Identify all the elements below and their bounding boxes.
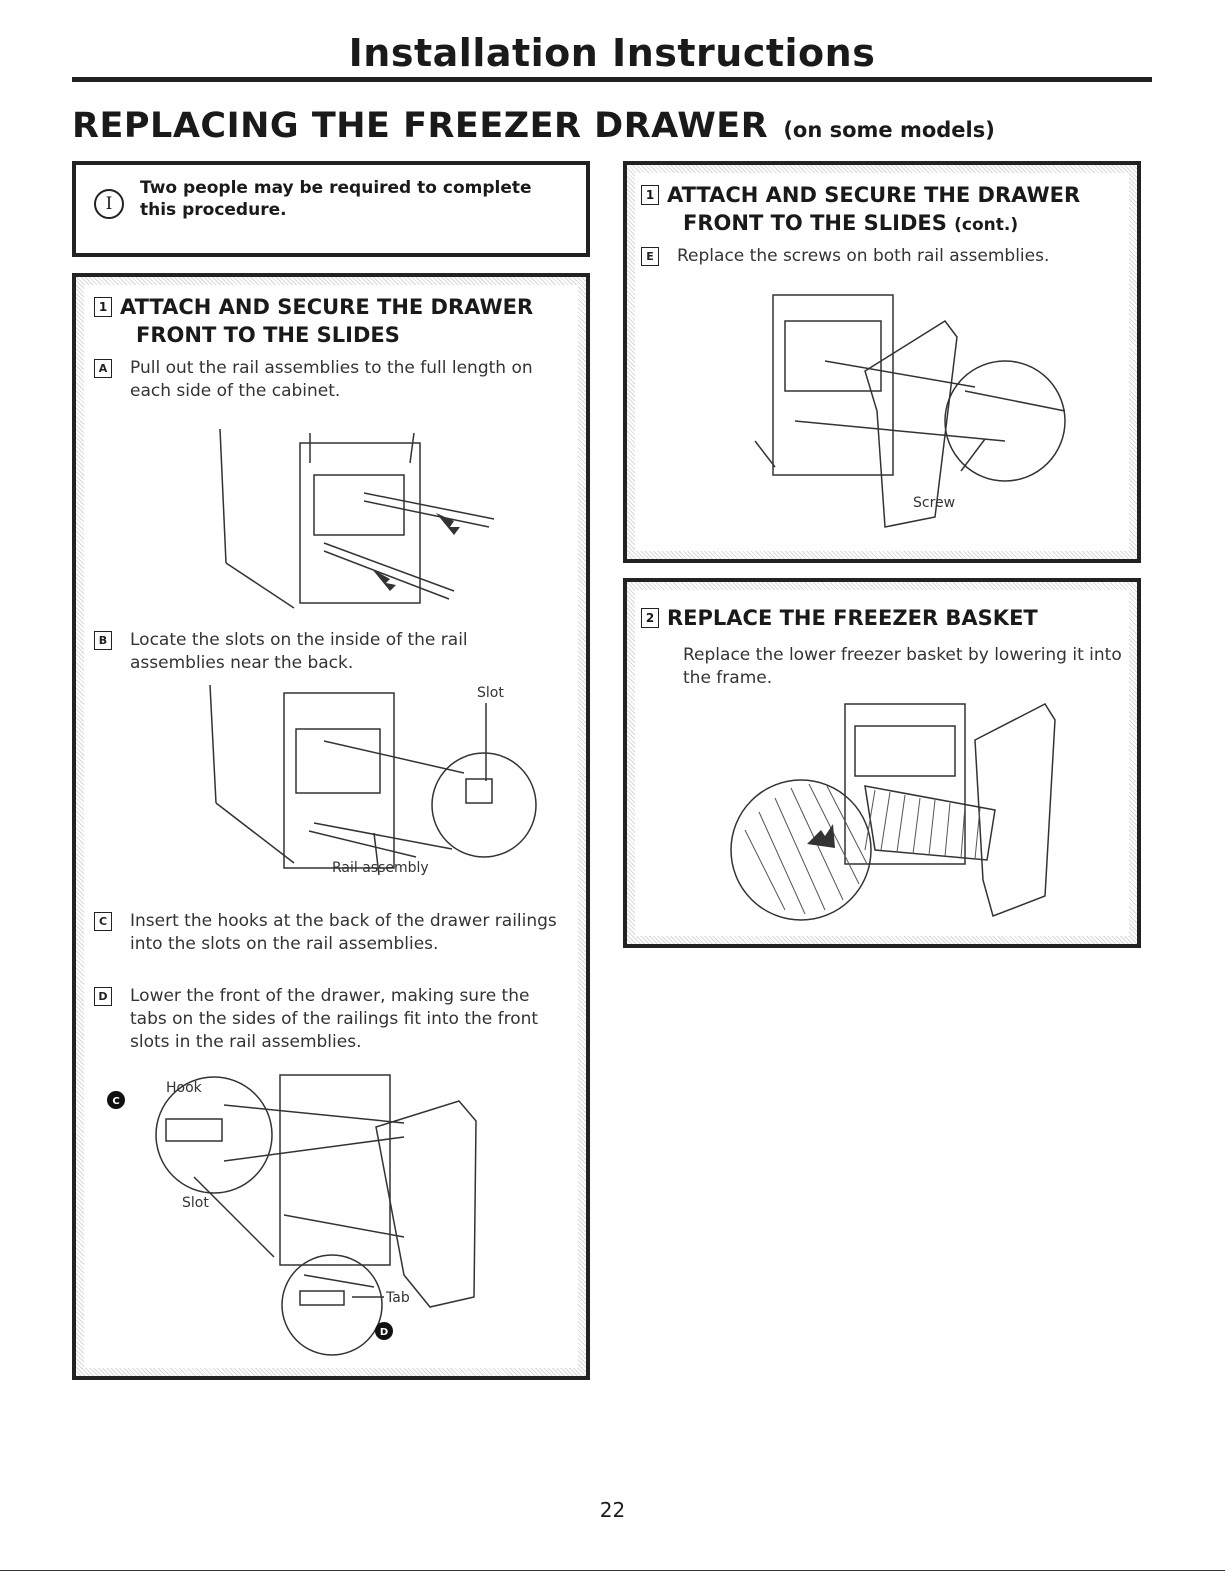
step1-cont-title-line2: FRONT TO THE SLIDES (683, 211, 947, 235)
section-title-main: REPLACING THE FREEZER DRAWER (72, 106, 769, 146)
step1-cont-content: 1 ATTACH AND SECURE THE DRAWER FRONT TO T… (635, 173, 1129, 551)
info-icon: I (94, 189, 124, 219)
bottom-rule (0, 1570, 1225, 1571)
step1-title-line1: ATTACH AND SECURE THE DRAWER (120, 295, 534, 319)
substep-d-letter: D (94, 987, 112, 1006)
section-title: REPLACING THE FREEZER DRAWER (on some mo… (72, 104, 995, 152)
substep-b-letter: B (94, 631, 112, 650)
label-screw: Screw (913, 495, 956, 511)
callout-d: D (380, 1327, 388, 1338)
figure-hook-and-tab: C D (107, 1074, 477, 1356)
page-title: Installation Instructions (348, 31, 876, 75)
step1-number: 1 (94, 297, 112, 317)
note-box: I Two people may be required to complete… (72, 161, 590, 257)
step2-text: Replace the lower freezer basket by lowe… (683, 645, 1122, 688)
step1-cont-box: 1 ATTACH AND SECURE THE DRAWER FRONT TO T… (623, 161, 1141, 563)
step2-title: 2 REPLACE THE FREEZER BASKET (641, 604, 1121, 632)
figure-rail-slots (209, 684, 537, 876)
substep-d: D Lower the front of the drawer, making … (94, 985, 564, 1054)
step1-cont-title: 1 ATTACH AND SECURE THE DRAWER FRONT TO T… (641, 181, 1121, 239)
figure-screws (754, 294, 1066, 528)
callout-c: C (112, 1096, 119, 1107)
substep-e-text: Replace the screws on both rail assembli… (677, 246, 1050, 266)
step1-cont-title-line1: ATTACH AND SECURE THE DRAWER (667, 183, 1081, 207)
substep-c: C Insert the hooks at the back of the dr… (94, 910, 564, 956)
step2-number: 2 (641, 608, 659, 628)
figure-rail-pull-out (219, 428, 495, 609)
section-title-sub: (on some models) (783, 118, 995, 142)
step1-box: 1 ATTACH AND SECURE THE DRAWER FRONT TO T… (72, 273, 590, 1380)
step1-cont-cont: (cont.) (954, 215, 1019, 235)
label-slot: Slot (477, 685, 504, 701)
label-rail-assembly: Rail assembly (332, 860, 429, 876)
substep-a-letter: A (94, 359, 112, 378)
step1-title-line2: FRONT TO THE SLIDES (136, 323, 400, 347)
substep-a-text: Pull out the rail assemblies to the full… (130, 358, 533, 401)
step2-title-text: REPLACE THE FREEZER BASKET (667, 606, 1038, 630)
label-slot-2: Slot (182, 1195, 209, 1211)
header-rule (72, 77, 1152, 82)
step1-cont-number: 1 (641, 185, 659, 205)
label-hook: Hook (166, 1080, 202, 1096)
step1-content: 1 ATTACH AND SECURE THE DRAWER FRONT TO T… (84, 285, 578, 1368)
substep-e: E Replace the screws on both rail assemb… (641, 245, 1111, 268)
note-text: Two people may be required to complete t… (140, 178, 532, 220)
page-header: Installation Instructions (72, 30, 1152, 76)
substep-c-text: Insert the hooks at the back of the draw… (130, 911, 557, 954)
figure-basket (730, 703, 1056, 921)
substep-d-text: Lower the front of the drawer, making su… (130, 986, 539, 1052)
substep-b-text: Locate the slots on the inside of the ra… (130, 630, 468, 673)
step2-content: 2 REPLACE THE FREEZER BASKET Replace the … (635, 590, 1129, 936)
step2-box: 2 REPLACE THE FREEZER BASKET Replace the … (623, 578, 1141, 948)
substep-b: B Locate the slots on the inside of the … (94, 629, 564, 675)
substep-a: A Pull out the rail assemblies to the fu… (94, 357, 564, 403)
substep-e-letter: E (641, 247, 659, 266)
page-number: 22 (599, 1498, 626, 1522)
substep-c-letter: C (94, 912, 112, 931)
label-tab: Tab (386, 1290, 410, 1306)
step1-title: 1 ATTACH AND SECURE THE DRAWER FRONT TO T… (94, 293, 574, 349)
